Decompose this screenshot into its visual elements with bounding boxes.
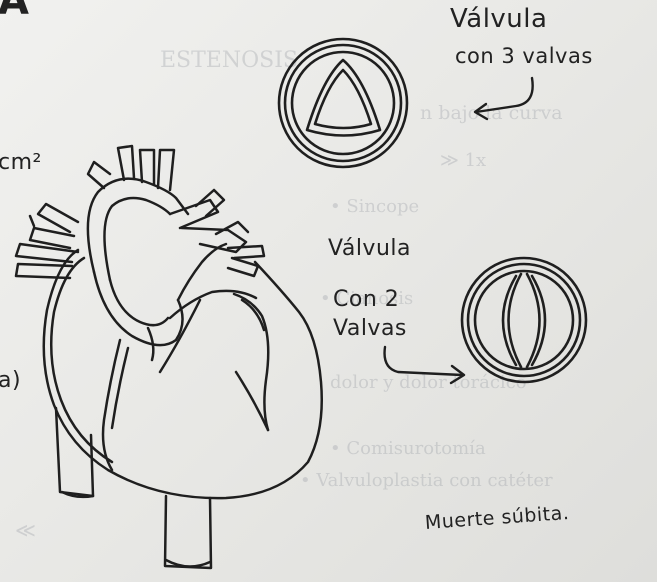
bicuspid-valve-drawing (462, 258, 586, 382)
heart-drawing (16, 146, 322, 568)
arrow-to-valve-icon (385, 347, 462, 375)
tricuspid-valve-drawing (279, 39, 407, 167)
arrow-to-label-icon (476, 78, 533, 112)
